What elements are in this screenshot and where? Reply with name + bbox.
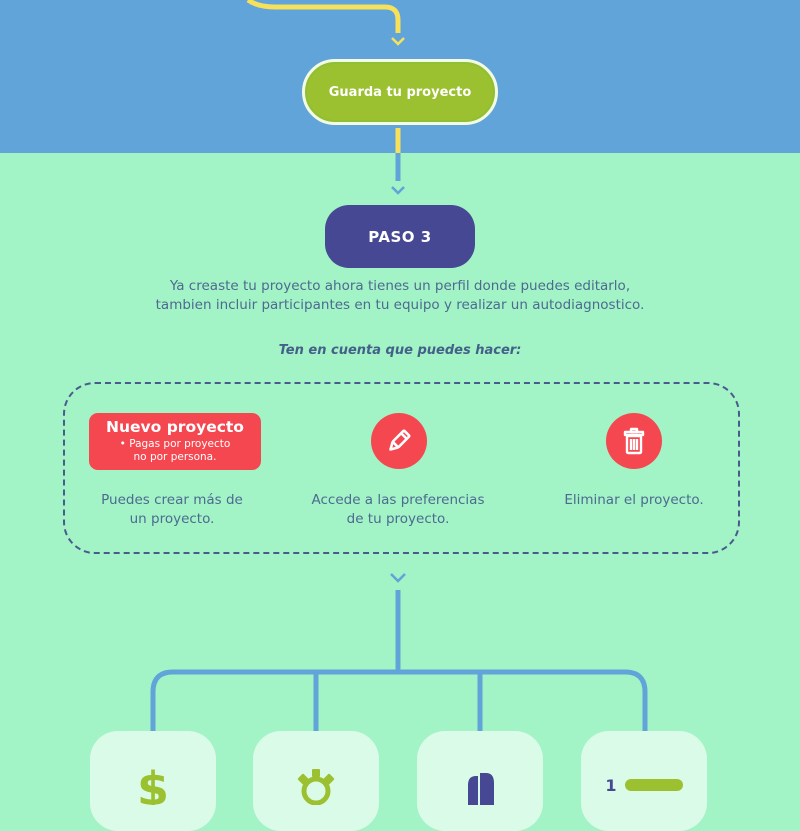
svg-text:$: $ [137, 765, 169, 805]
top-yellow-connector [246, 0, 401, 33]
mouse-icon [468, 773, 494, 805]
description-line-1: Ya creaste tu proyecto ahora tienes un p… [169, 278, 631, 294]
new-project-badge: Nuevo proyecto • Pagas por proyecto no p… [89, 413, 261, 470]
option-create-text: Puedes crear más de un proyecto. [82, 491, 262, 529]
gear-icon [297, 769, 335, 805]
options-box [63, 382, 740, 554]
tree-branch [150, 669, 648, 732]
card-payment: $ [90, 731, 216, 831]
option-create-line-1: Puedes crear más de [101, 492, 243, 508]
flow-connectors [150, 0, 648, 732]
card-list: 1 [581, 731, 707, 831]
option-preferences-line-2: de tu proyecto. [346, 511, 450, 527]
edit-project-button [371, 413, 427, 469]
option-delete-line-1: Eliminar el proyecto. [564, 492, 704, 508]
step-3-label: PASO 3 [325, 205, 475, 268]
pencil-icon [389, 429, 411, 451]
trash-icon [623, 427, 645, 455]
new-project-title: Nuevo proyecto [106, 418, 244, 436]
option-delete-text: Eliminar el proyecto. [554, 491, 714, 510]
mid-blue-chevron [391, 186, 405, 195]
top-yellow-chevron [391, 37, 405, 46]
note-heading: Ten en cuenta que puedes hacer: [278, 343, 522, 358]
new-project-note-line-1: • Pagas por proyecto [119, 438, 231, 450]
save-project-step: Guarda tu proyecto [302, 59, 498, 125]
card-mouse [417, 731, 543, 831]
box-chevron [390, 573, 406, 583]
option-create-line-2: un proyecto. [129, 511, 215, 527]
card-settings [253, 731, 379, 831]
list-bar [624, 779, 683, 791]
list-number: 1 [605, 775, 617, 795]
dollar-icon: $ [137, 765, 169, 805]
new-project-note-line-2: no por persona. [133, 451, 217, 463]
step-description: Ya creaste tu proyecto ahora tienes un p… [100, 277, 700, 315]
description-line-2: tambien incluir participantes en tu equi… [155, 297, 645, 313]
numbered-list-icon: 1 [605, 775, 683, 795]
delete-project-button [606, 413, 662, 469]
option-preferences-line-1: Accede a las preferencias [311, 492, 485, 508]
option-preferences-text: Accede a las preferencias de tu proyecto… [300, 491, 496, 529]
